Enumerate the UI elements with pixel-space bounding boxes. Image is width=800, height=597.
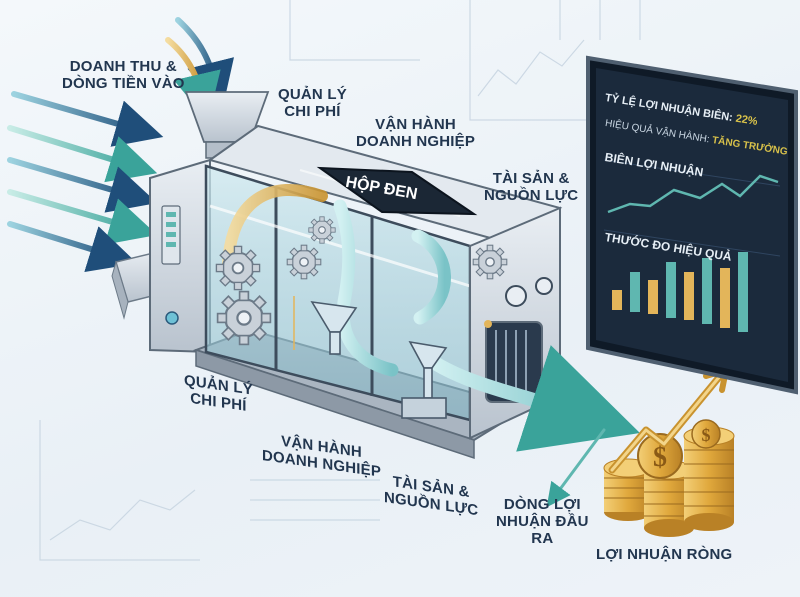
output-flow-label: DÒNG LỢI NHUẬN ĐẦU RA <box>496 496 589 547</box>
svg-text:$: $ <box>653 442 667 473</box>
margin-line-chart <box>607 174 779 214</box>
background-charts <box>39 0 641 561</box>
funnel-icon <box>310 300 448 419</box>
output-flow-label-line3: RA <box>531 530 554 547</box>
top-label-operations-line2: DOANH NGHIỆP <box>356 133 476 150</box>
input-label-line1: DOANH THU & <box>69 58 177 75</box>
output-flow-label-line1: DÒNG LỢI <box>503 496 581 513</box>
top-label-assets-line1: TÀI SẢN & <box>492 170 570 187</box>
top-label-cost-mgmt-line2: CHI PHÍ <box>284 103 341 120</box>
top-label-operations-line1: VẬN HÀNH <box>375 116 456 133</box>
top-label-assets-line2: NGUỒN LỰC <box>484 187 579 204</box>
top-label-cost-mgmt-line1: QUẢN LÝ <box>278 86 347 103</box>
output-flow-label-line2: NHUẬN ĐẦU <box>496 513 589 530</box>
dashboard-panel <box>586 55 798 395</box>
input-label-line2: DÒNG TIỀN VÀO <box>62 75 185 92</box>
input-label: DOANH THU & DÒNG TIỀN VÀO <box>62 58 185 92</box>
black-box-plate <box>316 166 478 216</box>
svg-text:$: $ <box>702 425 711 445</box>
top-label-cost-mgmt: QUẢN LÝ CHI PHÍ <box>278 86 347 120</box>
dollar-coin-icon: $ $ <box>603 419 735 537</box>
internal-flow-pipes <box>222 183 640 452</box>
efficiency-bar-chart <box>612 252 748 332</box>
top-label-operations: VẬN HÀNH DOANH NGHIỆP <box>356 116 475 150</box>
net-profit-label: LỢI NHUẬN RÒNG <box>596 546 733 563</box>
top-label-assets: TÀI SẢN & NGUỒN LỰC <box>484 170 578 204</box>
input-arrows <box>7 17 235 273</box>
